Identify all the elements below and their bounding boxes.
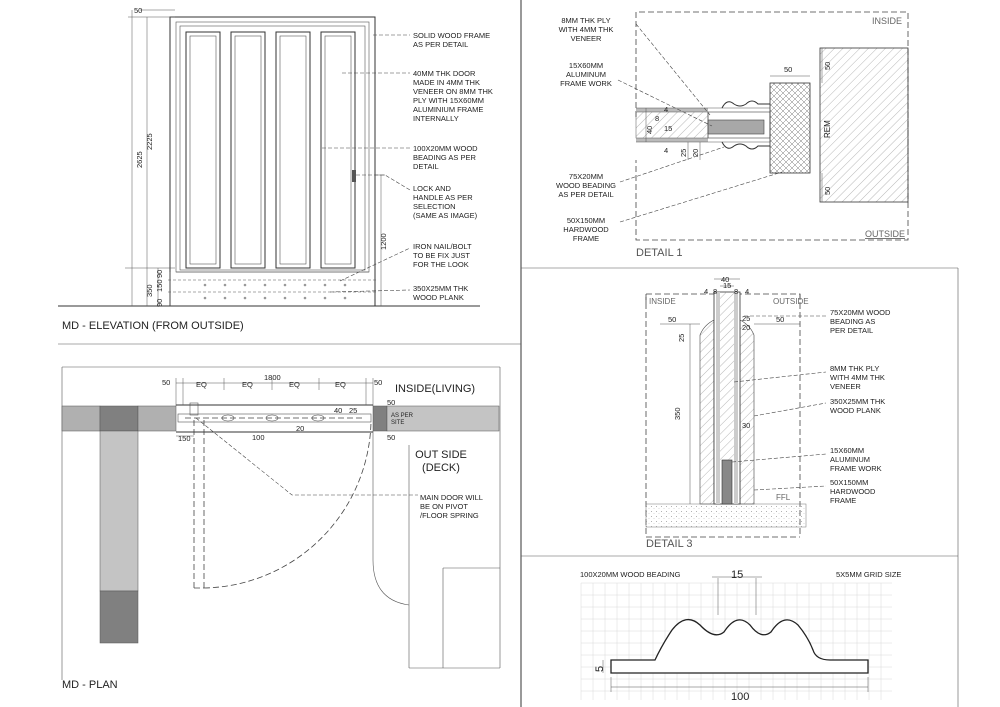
plan-dim-150: 150: [178, 434, 191, 443]
door-panel-3: [275, 31, 311, 269]
plan-dim-20: 20: [296, 424, 304, 433]
d3-dim-50-left: 50: [668, 315, 676, 324]
beading-grid-size: 5X5MM GRID SIZE: [836, 570, 901, 579]
wall-rem: [819, 47, 909, 203]
beading-dim-15: 15: [731, 569, 743, 581]
d3-ffl: FFL: [776, 493, 791, 502]
d1-dim-25: 25: [679, 149, 688, 157]
floor-slab: [645, 503, 807, 528]
d3-dim-25-right: 25: [742, 314, 750, 323]
beading-dim-100: 100: [731, 691, 749, 703]
plan-dim-eq-2: EQ: [242, 380, 253, 389]
d1-inside: INSIDE: [872, 16, 902, 26]
elevation-drawing: [58, 9, 480, 307]
elev-dim-door: 2225: [145, 133, 154, 150]
elev-dim-90a: 90: [155, 270, 164, 278]
elev-dim-lock: 1200: [379, 233, 388, 250]
detail3-drawing: [645, 278, 827, 538]
d3-dim-40: 40: [721, 275, 729, 284]
d1-dim-8: 8: [655, 114, 659, 123]
hardwood-frame: [769, 82, 811, 174]
d1-dim-15: 15: [664, 124, 672, 133]
elev-dim-overall: 2625: [135, 151, 144, 168]
elev-dim-plank: 350: [145, 284, 154, 297]
plan-dim-r50a: 50: [387, 398, 395, 407]
plan-title: MD - PLAN: [62, 679, 118, 691]
aluminium-frame: [707, 119, 765, 135]
d3-outside: OUTSIDE: [773, 297, 809, 306]
d1-dim-20: 20: [691, 149, 700, 157]
d1-rem: REM: [823, 120, 832, 138]
beading-profile: [610, 618, 869, 674]
elev-dim-top: 50: [134, 6, 142, 15]
plan-dim-overall: 1800: [264, 373, 281, 382]
door-panel-2: [230, 31, 266, 269]
elevation-leaders: [322, 34, 411, 293]
d3-dim-15: 15: [723, 281, 731, 290]
door-panel-1: [185, 31, 221, 269]
plan-dim-r50b: 50: [387, 433, 395, 442]
d1-outside: OUTSIDE: [865, 229, 905, 239]
plan-dim-left: 50: [162, 378, 170, 387]
plan-dim-100: 100: [252, 433, 265, 442]
elevation-title: MD - ELEVATION (FROM OUTSIDE): [62, 320, 244, 332]
d3-inside: INSIDE: [649, 297, 676, 306]
d1-dim-50-r1: 50: [823, 62, 832, 70]
plan-dim-eq-3: EQ: [289, 380, 300, 389]
plan-outside-label: OUT SIDE(DECK): [415, 449, 467, 474]
d3-dim-30: 30: [742, 421, 750, 430]
detail1-drawing: [617, 11, 909, 241]
plan-dim-right: 50: [374, 378, 382, 387]
iron-nail-dots: [203, 283, 347, 300]
plan-dim-25: 25: [349, 406, 357, 415]
beading-dim-5: 5: [594, 666, 606, 672]
d3-dim-350: 350: [673, 407, 682, 420]
elev-dim-150: 150: [155, 279, 164, 292]
d1-dim-40: 40: [645, 126, 654, 134]
detail3-title: DETAIL 3: [646, 538, 692, 550]
beading-title: 100X20MM WOOD BEADING: [580, 570, 681, 579]
plan-inside-label: INSIDE(LIVING): [395, 383, 475, 395]
d1-dim-4a: 4: [664, 105, 668, 114]
d3-dim-4a: 4: [704, 287, 708, 296]
d1-dim-4b: 4: [664, 146, 668, 155]
d3-dim-20-right: 20: [742, 323, 750, 332]
d3-dim-8a: 8: [713, 287, 717, 296]
plan-dim-eq-4: EQ: [335, 380, 346, 389]
d1-dim-50-r2: 50: [823, 187, 832, 195]
elev-dim-90b: 90: [155, 299, 164, 307]
d1-dim-50-top: 50: [784, 65, 792, 74]
d3-dim-4b: 4: [745, 287, 749, 296]
d3-dim-8b: 8: [734, 287, 738, 296]
d3-dim-25-left: 25: [677, 334, 686, 342]
detail1-title: DETAIL 1: [636, 247, 682, 259]
plan-dim-eq-1: EQ: [196, 380, 207, 389]
plan-drawing: [61, 366, 501, 680]
d3-dim-50-right: 50: [776, 315, 784, 324]
plan-dim-40: 40: [334, 406, 342, 415]
door-panel-4: [320, 31, 356, 269]
sheet-dividers: [58, 0, 959, 707]
beading-drawing: [602, 576, 869, 692]
